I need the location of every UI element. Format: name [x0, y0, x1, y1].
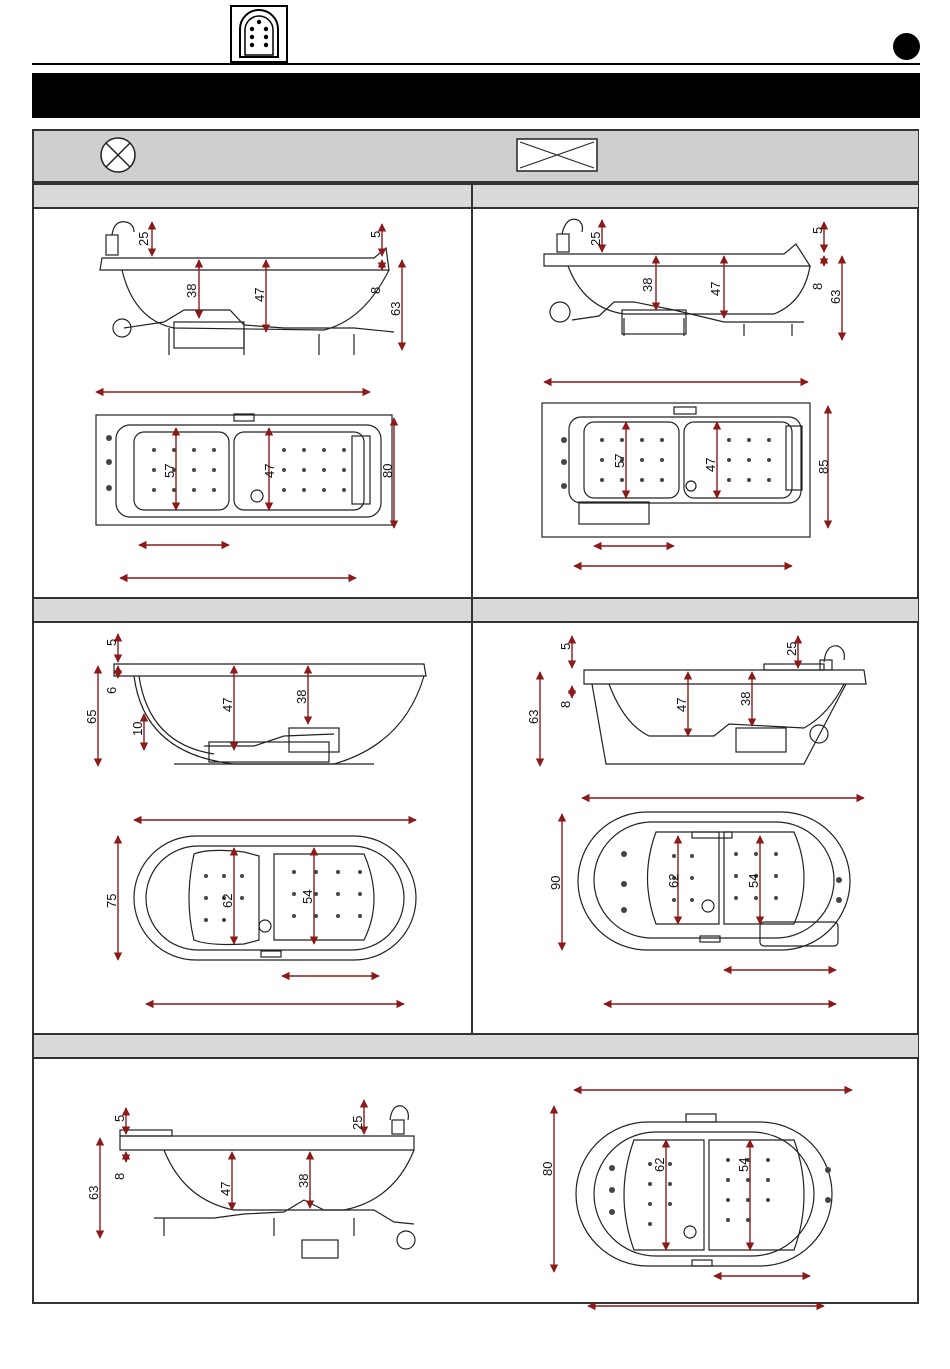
panel-5-drawings: 5 63 8 25 47 38 80 62 54	[34, 1060, 918, 1300]
column-divider	[471, 183, 473, 1033]
panel-5-dim-25: 25	[350, 1116, 365, 1130]
panel-1-dim-47: 47	[252, 288, 267, 302]
panel-1-dim-25: 25	[136, 232, 151, 246]
circle-cross-icon	[98, 135, 138, 175]
section-bar-3	[34, 1033, 918, 1059]
panel-2-dim-8: 8	[810, 283, 825, 290]
section-bar-1	[34, 183, 918, 209]
panel-3-dim-47: 47	[220, 698, 235, 712]
panel-5-dim-47: 47	[218, 1182, 233, 1196]
panel-3-dim-6: 6	[104, 687, 119, 694]
panel-1-drawings: 25 38 47 5 8 63 57 47 80	[34, 210, 470, 594]
panel-3-dim-75: 75	[104, 894, 119, 908]
panel-1-dim-47-top: 47	[262, 464, 277, 478]
panel-3-dim-5: 5	[104, 639, 119, 646]
panel-3-dim-10: 10	[130, 722, 145, 736]
panel-2-drawings: 25 38 47 5 8 63 57 47 85	[474, 210, 918, 594]
panel-5-dim-8: 8	[112, 1173, 127, 1180]
panel-2-dim-85: 85	[816, 460, 831, 474]
panel-3-dim-65: 65	[84, 710, 99, 724]
panel-2-dim-47-top: 47	[703, 458, 718, 472]
panel-3-drawings: 5 6 65 10 47 38 75 62 54	[34, 624, 470, 1030]
panel-4-dim-54: 54	[746, 874, 761, 888]
panel-5-dim-62: 62	[652, 1158, 667, 1172]
page-marker-icon	[893, 33, 920, 60]
panel-4-dim-62: 62	[666, 874, 681, 888]
legend-bar	[34, 131, 918, 183]
panel-2-dim-25: 25	[588, 232, 603, 246]
panel-1-dim-38: 38	[184, 284, 199, 298]
panel-1-dim-63: 63	[388, 302, 403, 316]
panel-5-dim-80: 80	[540, 1162, 555, 1176]
rectangle-cross-icon	[516, 138, 600, 174]
panel-4-dim-47: 47	[674, 698, 689, 712]
panel-5-dim-38: 38	[296, 1174, 311, 1188]
panel-3-dim-38: 38	[294, 690, 309, 704]
panel-4-dim-25: 25	[784, 642, 799, 656]
panel-2-dim-57: 57	[612, 454, 627, 468]
panel-2-dim-63: 63	[828, 290, 843, 304]
section-bar-2	[34, 597, 918, 623]
panel-3-dim-62: 62	[220, 894, 235, 908]
panel-2-dim-38: 38	[640, 278, 655, 292]
panel-1-dim-57: 57	[162, 464, 177, 478]
header-rule	[32, 63, 920, 65]
panel-4-dim-5: 5	[558, 643, 573, 650]
panel-3-dim-54: 54	[300, 890, 315, 904]
whirlpool-tub-icon	[230, 5, 288, 63]
panel-4-dim-63: 63	[526, 710, 541, 724]
panel-2-dim-5: 5	[810, 227, 825, 234]
panel-5-dim-5: 5	[112, 1115, 127, 1122]
panel-5-dim-54: 54	[736, 1158, 751, 1172]
panel-1-dim-5: 5	[368, 231, 383, 238]
panel-4-dim-38: 38	[738, 692, 753, 706]
panel-2-dim-47: 47	[708, 282, 723, 296]
panel-4-drawings: 5 25 63 8 47 38 90 62 54	[474, 624, 918, 1030]
panel-4-dim-8: 8	[558, 701, 573, 708]
panel-5-dim-63: 63	[86, 1186, 101, 1200]
panel-1-dim-8: 8	[368, 287, 383, 294]
panel-4-dim-90: 90	[548, 876, 563, 890]
panel-1-dim-80: 80	[380, 464, 395, 478]
title-bar	[32, 73, 920, 118]
